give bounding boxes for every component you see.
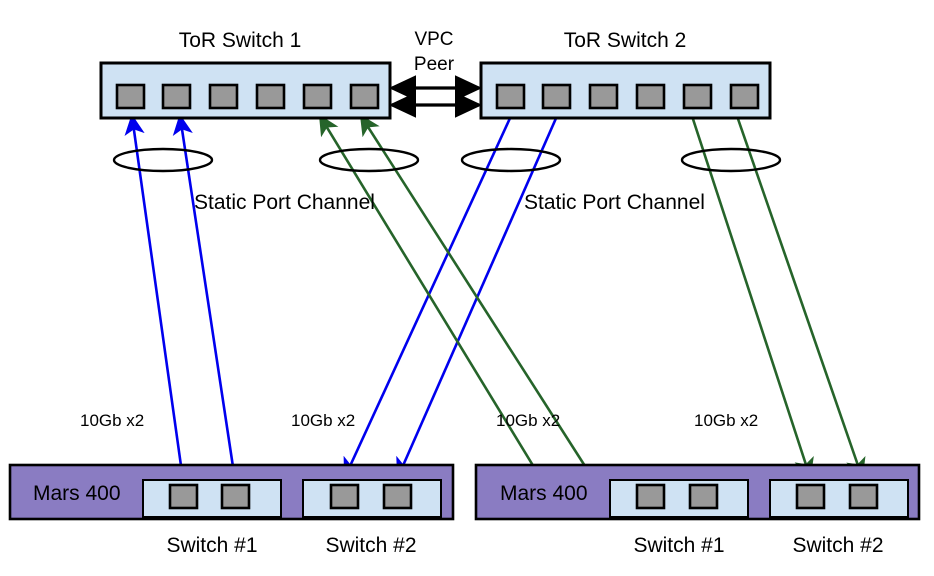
tor1-port-1[interactable] [115,83,146,110]
chassis-right-module-1-body [609,479,749,518]
tor2-port-2[interactable] [541,83,572,110]
tor-switch-1-title: ToR Switch 1 [179,29,302,52]
chassis-left-module-2-port-1[interactable] [329,483,360,510]
cable-green-3 [690,115,814,479]
tor-switch-2-ports [495,83,760,110]
tor-switch-1[interactable] [99,61,392,120]
tor1-port-2[interactable] [161,83,192,110]
cable-blue-2 [172,113,237,481]
tor-switch-1-body [99,61,392,120]
chassis-left-module-1-port-2[interactable] [220,483,251,510]
port-channel-ellipse-3 [460,147,562,173]
cable-green-1 [318,114,542,478]
cable-blue-1 [124,113,185,481]
chassis-right-module-2-port-2[interactable] [848,483,879,510]
chassis-right-module-2-body [769,479,909,518]
chassis-left-label: Mars 400 [33,482,121,505]
cable-green-4 [735,115,866,479]
tor1-port-6[interactable] [349,83,380,110]
tor-switch-2[interactable] [479,61,772,120]
tor2-port-3[interactable] [588,83,619,110]
tor1-port-5[interactable] [302,83,333,110]
port-channel-ellipse-2 [318,147,420,173]
chassis-left-module-1-port-1[interactable] [168,483,199,510]
chassis-right-module-2-port-1[interactable] [795,483,826,510]
chassis-left-module-2[interactable] [302,479,442,518]
tor1-port-3[interactable] [208,83,239,110]
chassis-right-module-1[interactable] [609,479,749,518]
port-channel-ellipse-4 [680,147,782,173]
chassis-left-module-1-body [142,479,282,518]
chassis-left-module-2-port-2[interactable] [382,483,413,510]
chassis-right-module-1-port-2[interactable] [688,483,719,510]
vpc-peer-label-line1: VPC [414,29,453,50]
chassis-right-module-2-label: Switch #2 [792,534,883,557]
chassis-left-module-2-label: Switch #2 [325,534,416,557]
vpc-peer-links [388,75,483,118]
static-port-channel-ellipses [112,147,782,173]
bandwidth-label-3: 10Gb x2 [496,411,560,430]
chassis-right-label: Mars 400 [500,482,588,505]
bandwidth-label-2: 10Gb x2 [291,411,355,430]
bandwidth-label-1: 10Gb x2 [80,411,144,430]
mars-400-chassis-left[interactable]: Mars 400 [8,463,455,521]
chassis-right-module-1-port-1[interactable] [635,483,666,510]
tor2-port-4[interactable] [635,83,666,110]
port-channel-ellipse-1 [112,147,214,173]
tor2-port-5[interactable] [682,83,713,110]
chassis-left-module-1-label: Switch #1 [166,534,257,557]
chassis-right-module-2[interactable] [769,479,909,518]
cable-green-2 [359,114,594,478]
bandwidth-label-4: 10Gb x2 [694,411,758,430]
vpc-peer-label-line2: Peer [414,54,455,75]
tor2-port-6[interactable] [729,83,760,110]
chassis-left-module-2-body [302,479,442,518]
static-port-channel-label-left: Static Port Channel [194,191,375,214]
tor-switch-2-title: ToR Switch 2 [564,29,687,52]
static-port-channel-label-right: Static Port Channel [524,191,705,214]
mars-400-chassis-right[interactable]: Mars 400 [474,463,921,521]
chassis-right-module-1-label: Switch #1 [633,534,724,557]
tor-switch-1-ports [115,83,380,110]
tor1-port-4[interactable] [255,83,286,110]
tor2-port-1[interactable] [495,83,526,110]
cable-blue-3 [343,115,513,479]
cable-bundle-green [318,114,866,479]
chassis-left-module-1[interactable] [142,479,282,518]
